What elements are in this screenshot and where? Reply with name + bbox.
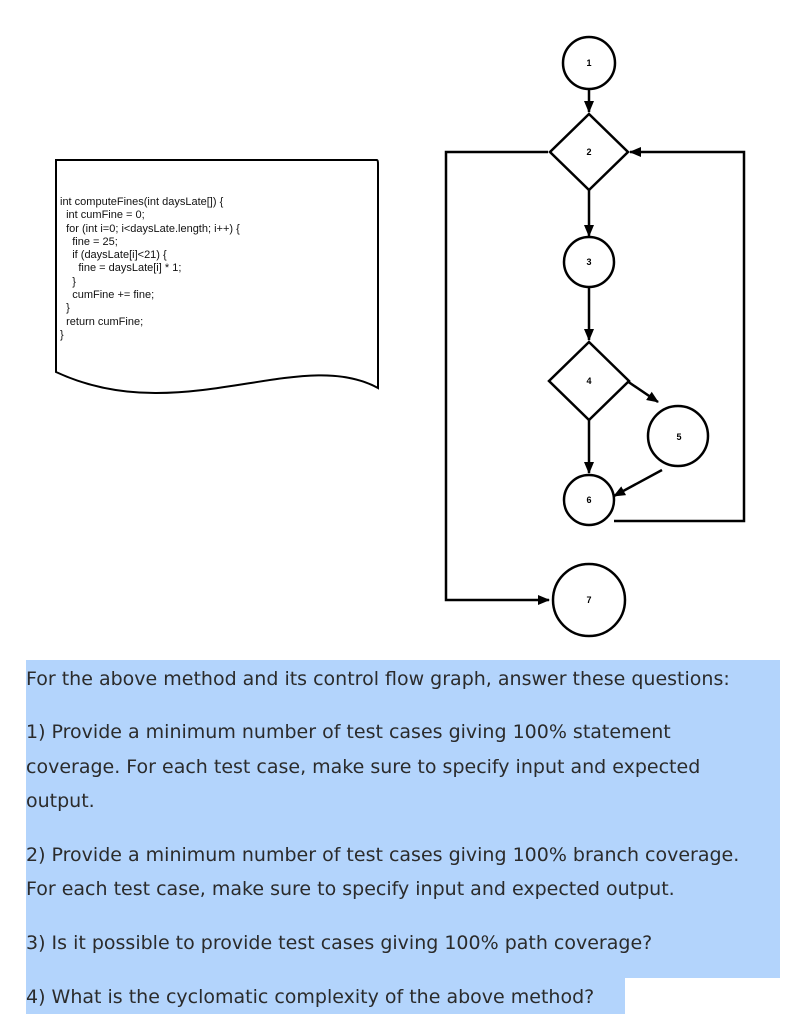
selection-highlight-last-line [26, 978, 625, 1014]
node-6-circle [562, 473, 616, 527]
question-2-line-1: 2) Provide a minimum number of test case… [26, 844, 740, 866]
control-flow-diagram: 1 2 3 4 5 6 7 [55, 35, 746, 638]
code-line: return cumFine; [60, 315, 144, 328]
edge-5-6 [613, 468, 663, 498]
code-line: } [60, 328, 64, 341]
code-line: } [60, 275, 76, 288]
question-1-line-2: coverage. For each test case, make sure … [26, 756, 701, 778]
node-1-label: 1 [586, 58, 591, 68]
code-line: fine = daysLate[i] * 1; [60, 262, 182, 275]
node-3-circle [562, 235, 616, 289]
node-1-circle [561, 35, 617, 91]
edge-4-5 [626, 379, 659, 404]
code-line: if (daysLate[i]<21) { [60, 249, 167, 262]
node-4-label: 4 [586, 376, 591, 386]
node-2-label: 2 [586, 147, 591, 157]
code-listing: int computeFines(int daysLate[]) { int c… [60, 196, 380, 342]
question-2-line-2: For each test case, make sure to specify… [26, 878, 675, 900]
question-1-line-1: 1) Provide a minimum number of test case… [26, 721, 671, 743]
selection-highlight [26, 660, 780, 978]
node-5-circle [646, 404, 710, 468]
node-5-label: 5 [676, 432, 681, 442]
question-4: 4) What is the cyclomatic complexity of … [26, 986, 595, 1008]
code-line: } [60, 302, 70, 315]
node-4-diamond [547, 340, 631, 422]
code-line: for (int i=0; i<daysLate.length; i++) { [60, 222, 240, 235]
node-6-label: 6 [586, 495, 591, 505]
code-line: cumFine += fine; [60, 289, 155, 302]
code-line: int cumFine = 0; [60, 209, 145, 222]
edges [444, 89, 746, 605]
edge-6-2-loop [614, 147, 746, 523]
question-1-line-3: output. [26, 790, 95, 812]
node-7-label: 7 [586, 595, 591, 605]
node-2-diamond [548, 112, 630, 192]
code-line: int computeFines(int daysLate[]) { [60, 196, 224, 208]
code-document-shape [55, 159, 379, 394]
questions-intro: For the above method and its control flo… [26, 668, 730, 690]
node-7-circle [551, 562, 627, 638]
question-3: 3) Is it possible to provide test cases … [26, 932, 653, 954]
code-line: fine = 25; [60, 235, 118, 248]
node-3-label: 3 [586, 257, 591, 267]
edge-2-7-exit [444, 150, 550, 605]
